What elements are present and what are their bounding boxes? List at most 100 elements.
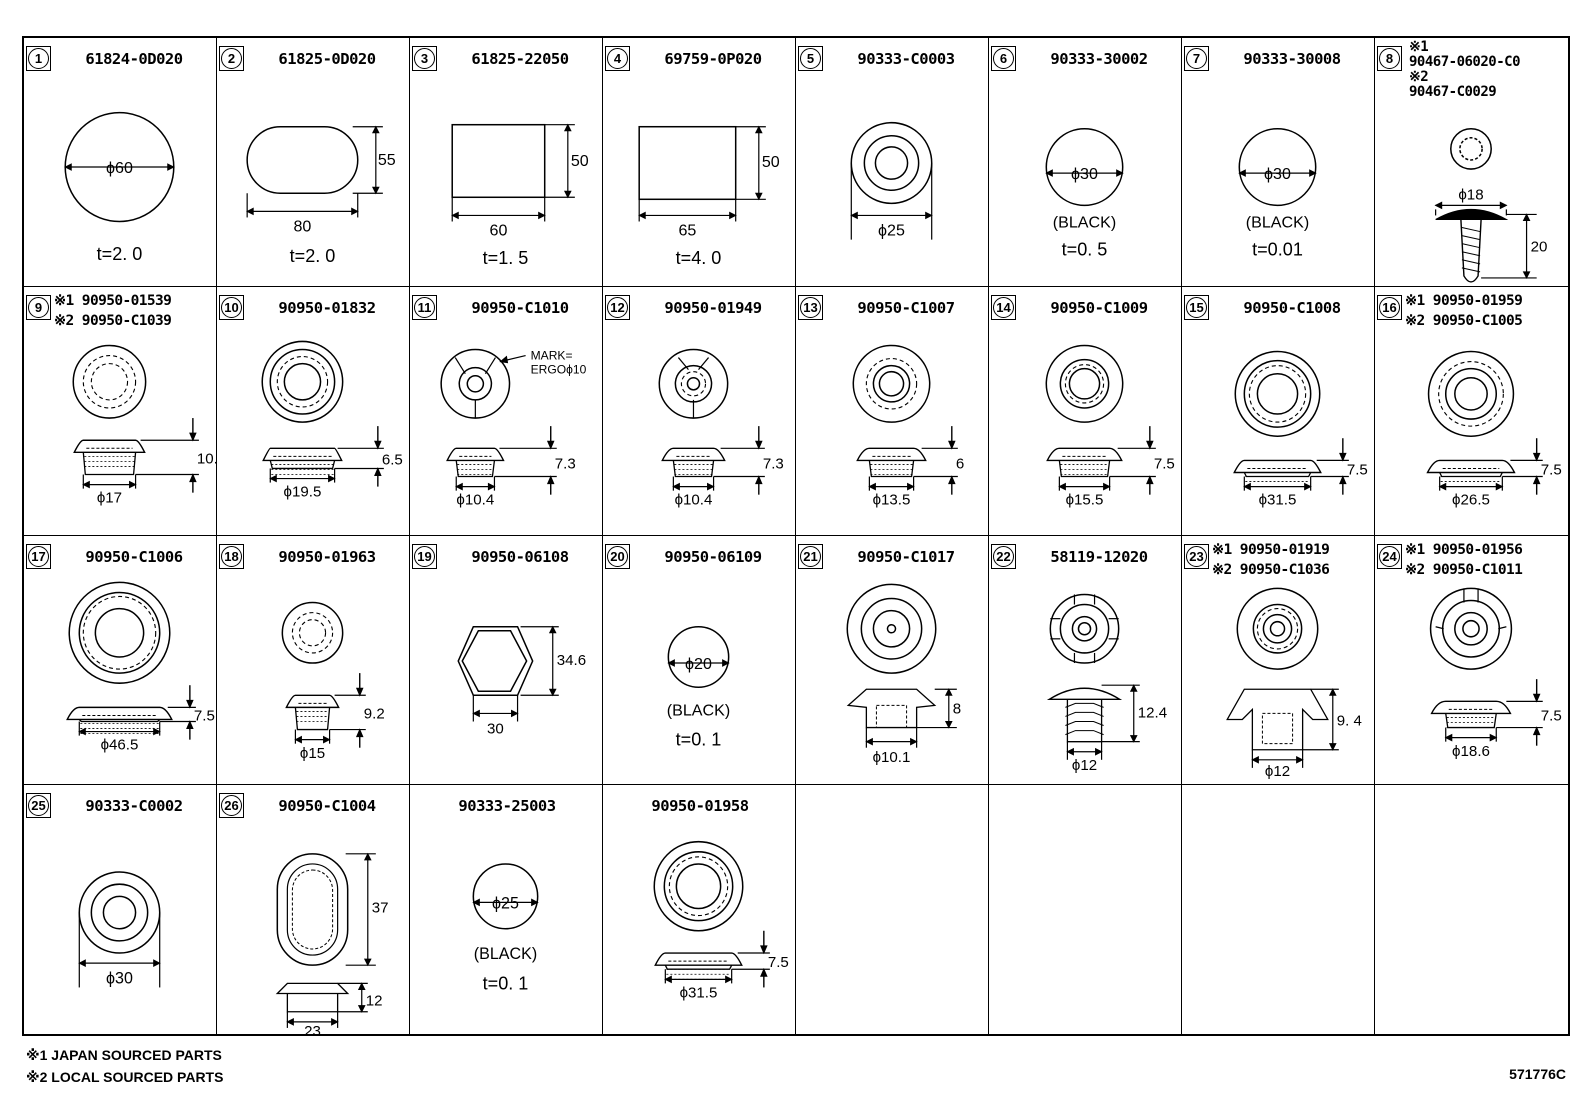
part-drawing [1182, 785, 1374, 1034]
arrow-head [331, 1017, 339, 1026]
item-number-badge: 11 [412, 295, 437, 320]
dimension-label: 50 [571, 152, 589, 170]
clip-rib [1461, 235, 1481, 241]
arrow-head [925, 211, 933, 220]
item-number: 21 [800, 546, 821, 567]
arrow-head [472, 898, 480, 907]
outline-circle [1068, 367, 1101, 400]
part-number: 90950-06108 [471, 548, 569, 566]
dimension-label: 55 [378, 151, 396, 169]
dimension-label: MARK= [531, 349, 573, 363]
dimension-label: ϕ20 [685, 655, 712, 673]
dimension-label: t=2. 0 [290, 246, 336, 266]
outline-circle [874, 146, 909, 180]
part-drawing: ϕ30(BLACK)t=0.01 [1238, 127, 1317, 260]
item-number: 7 [1186, 48, 1207, 69]
part-number: 61825-0D020 [278, 50, 376, 68]
dimension-label: 6.5 [382, 451, 403, 468]
outline-circle [1441, 599, 1501, 658]
footnote-japan: ※1 JAPAN SOURCED PARTS [26, 1047, 222, 1063]
arrow-head [286, 1017, 294, 1026]
dimension-label: (BLACK) [667, 701, 730, 719]
arrow-head [1146, 440, 1154, 450]
dimension-label: 60 [490, 222, 508, 240]
dimension-label: ϕ10.4 [675, 492, 713, 509]
item-number-badge: 23 [1184, 544, 1209, 569]
arrow-head [328, 474, 336, 483]
grommet-body [868, 460, 915, 478]
arrow-head [1251, 755, 1259, 764]
item-number: 9 [28, 297, 49, 318]
dimension-label: 34.6 [557, 652, 586, 669]
dimension-label: ϕ30 [1071, 165, 1098, 183]
hidden-line-circle [82, 595, 157, 670]
hexagon-outline [457, 625, 534, 697]
arrow-head [1532, 693, 1541, 703]
outline-circle [1454, 611, 1488, 646]
arrow-head [371, 125, 380, 134]
dimension-label: 7.5 [1154, 455, 1175, 472]
outline-circle [1234, 350, 1321, 437]
grommet-body [78, 719, 161, 723]
item-number: 20 [607, 546, 628, 567]
dimension-label: 80 [294, 218, 312, 236]
arrow-head [246, 207, 254, 216]
grommet-body [1058, 460, 1111, 478]
arrow-head [1522, 213, 1531, 221]
part-number: ※1 90950-01959※2 90950-C1005 [1405, 291, 1568, 331]
item-number: 25 [28, 795, 49, 816]
outline-circle [675, 863, 722, 910]
arrow-head [1328, 688, 1337, 696]
arrow-head [754, 125, 763, 134]
arrow-head [189, 432, 197, 442]
item-number-badge: 25 [26, 793, 51, 818]
outline-circle [1252, 603, 1303, 654]
part-number: 90950-01958 [651, 797, 749, 815]
dimension-label: ϕ12 [1072, 757, 1097, 774]
arrow-head [1238, 169, 1246, 177]
arrow-head [487, 482, 496, 491]
arrow-head [760, 967, 768, 977]
arrow-head [1444, 733, 1453, 742]
part-number: 90333-25003 [458, 797, 556, 815]
part-number: 90333-C0002 [85, 797, 183, 815]
outline-circle [1059, 603, 1110, 654]
dimension-label: 7.5 [1347, 461, 1368, 478]
clip-rib [1461, 227, 1481, 233]
item-number: 4 [607, 48, 628, 69]
dimension-label: ϕ18 [1458, 186, 1483, 203]
hidden-line-circle [680, 371, 707, 397]
outline-circle [269, 348, 336, 415]
arrow-head [1309, 169, 1317, 177]
grommet-flange [654, 952, 743, 966]
part-number: ※1 90950-01956※2 90950-C1011 [1405, 540, 1568, 580]
part-number: 90950-01832 [278, 299, 376, 317]
dimension-label: t=0. 1 [676, 730, 722, 750]
part-number-line: ※2 90950-C1005 [1405, 313, 1523, 329]
clip-rib [1461, 267, 1481, 273]
outline-circle [1077, 621, 1092, 636]
item-number-badge: 18 [219, 544, 244, 569]
part-number-line: ※1 [1409, 39, 1429, 55]
part-number-line: ※2 [1409, 69, 1429, 85]
clip-rib [1065, 702, 1104, 708]
item-number-badge: 8 [1377, 46, 1402, 71]
item-number-badge: 9 [26, 295, 51, 320]
outline-circle [860, 597, 923, 660]
arrow-head [760, 945, 768, 955]
part-number-line: ※1 90950-01919 [1212, 542, 1330, 558]
part-number: 90950-C1006 [85, 548, 183, 566]
outline-circle [72, 344, 147, 419]
